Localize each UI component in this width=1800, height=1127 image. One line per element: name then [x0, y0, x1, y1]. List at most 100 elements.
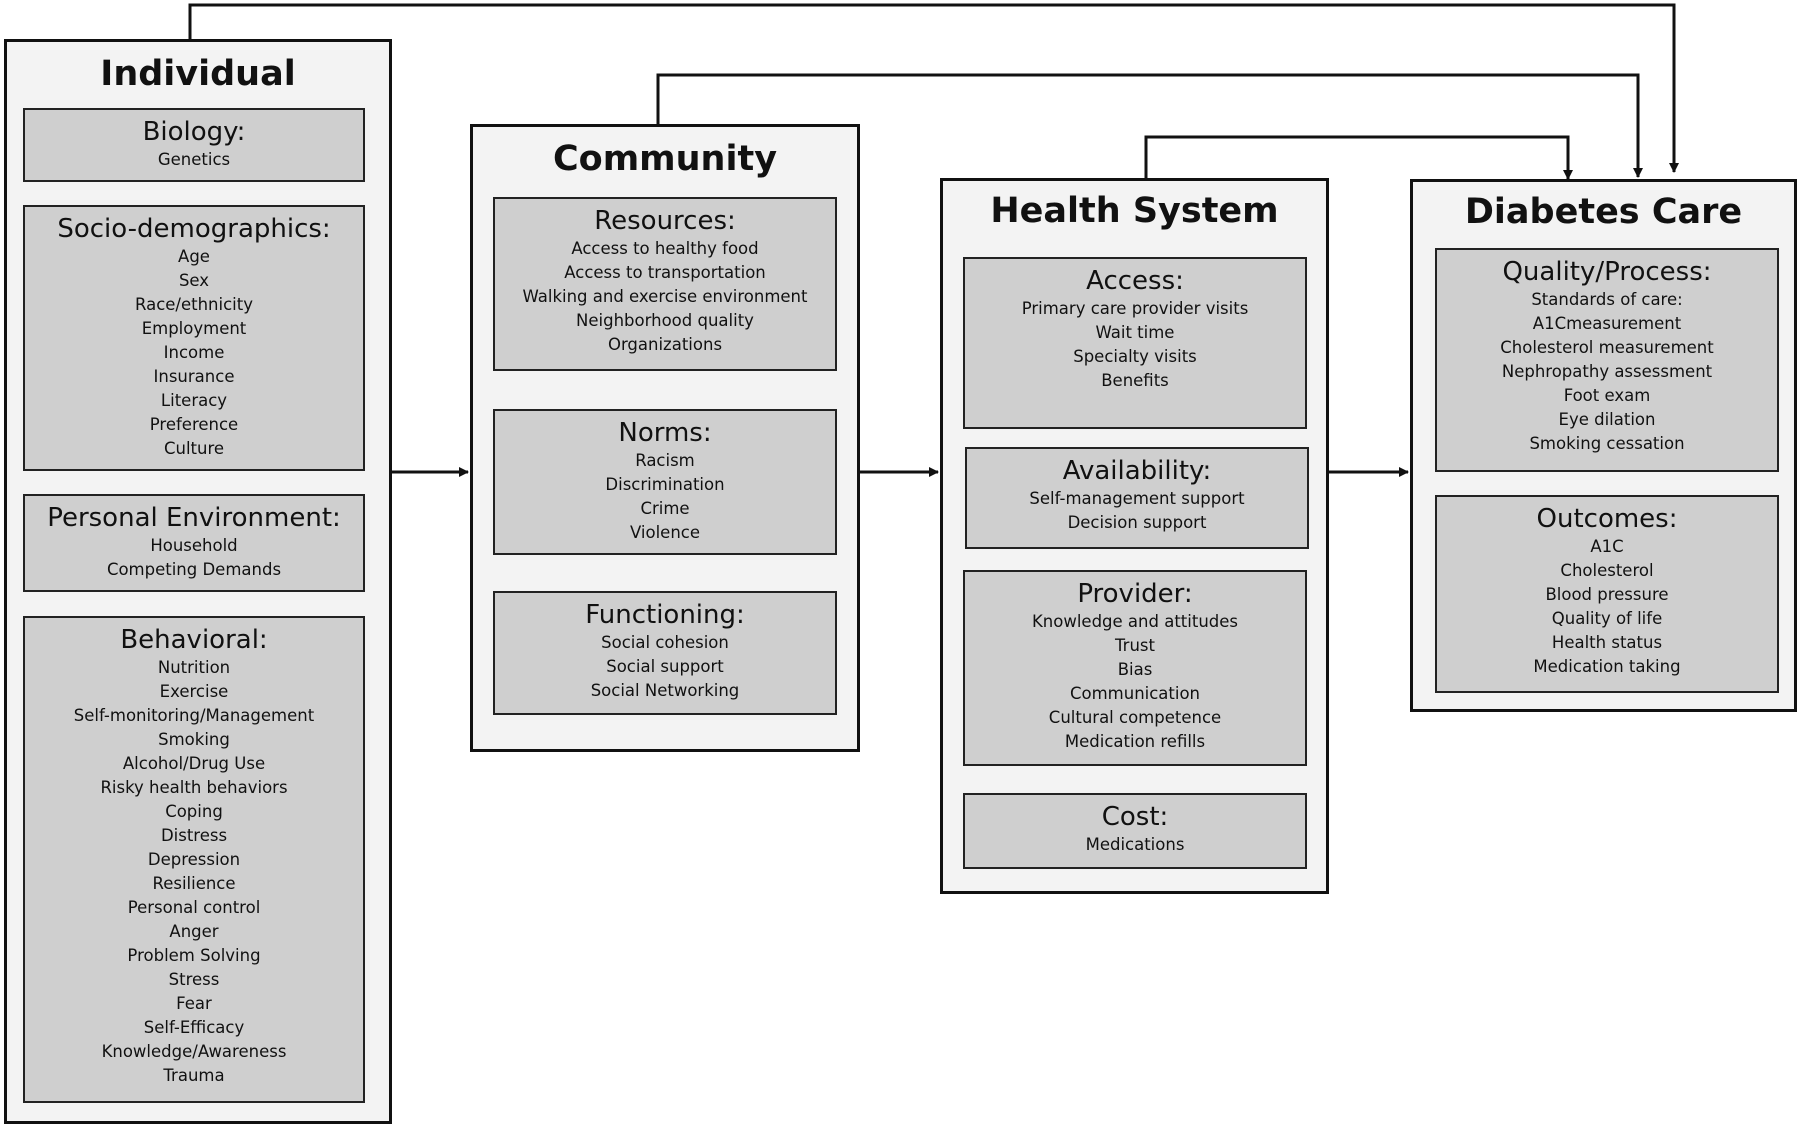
list-item: Resilience: [152, 874, 236, 893]
community-panel: Community Resources: Access to healthy f…: [470, 124, 860, 752]
resources-box: Resources: Access to healthy food Access…: [493, 197, 837, 371]
list-item: Social Networking: [590, 681, 740, 700]
list-item: Communication: [1069, 684, 1201, 703]
list-item: Access to healthy food: [571, 239, 759, 258]
list-item: Exercise: [159, 682, 229, 701]
list-item: Cholesterol measurement: [1500, 338, 1714, 357]
quality-process-title: Quality/Process:: [1502, 257, 1712, 287]
list-item: Culture: [163, 439, 225, 458]
list-item: A1C: [1590, 537, 1624, 556]
health-system-title: Health System: [990, 191, 1279, 231]
list-item: Benefits: [1101, 371, 1169, 390]
list-item: Trauma: [163, 1066, 225, 1085]
list-item: Household: [150, 536, 238, 555]
list-item: Smoking: [158, 730, 230, 749]
list-item: Cultural competence: [1048, 708, 1222, 727]
list-item: Quality of life: [1551, 609, 1663, 628]
individual-title: Individual: [100, 54, 296, 94]
list-item: Employment: [141, 319, 247, 338]
access-title: Access:: [1086, 266, 1184, 296]
list-item: Knowledge/Awareness: [101, 1042, 287, 1061]
list-item: Smoking cessation: [1529, 434, 1685, 453]
provider-title: Provider:: [1077, 579, 1193, 609]
access-box: Access: Primary care provider visits Wai…: [963, 257, 1307, 429]
list-item: Decision support: [1067, 513, 1207, 532]
health-system-panel: Health System Access: Primary care provi…: [940, 178, 1329, 894]
list-item: Racism: [635, 451, 695, 470]
list-item: Problem Solving: [127, 946, 261, 965]
provider-box: Provider: Knowledge and attitudes Trust …: [963, 570, 1307, 766]
list-item: Health status: [1551, 633, 1663, 652]
list-item: Organizations: [607, 335, 723, 354]
list-item: Coping: [165, 802, 223, 821]
list-item: Distress: [160, 826, 228, 845]
list-item: Personal control: [127, 898, 261, 917]
list-item: Social cohesion: [601, 633, 729, 652]
availability-box: Availability: Self-management support De…: [965, 447, 1309, 549]
list-item: Bias: [1117, 660, 1153, 679]
list-item: Medication refills: [1064, 732, 1206, 751]
list-item: Self-monitoring/Management: [73, 706, 315, 725]
quality-process-box: Quality/Process: Standards of care: A1Cm…: [1435, 248, 1779, 472]
behavioral-box: Behavioral: Nutrition Exercise Self-moni…: [23, 616, 365, 1103]
cost-box: Cost: Medications: [963, 793, 1307, 869]
list-item: Age: [178, 247, 210, 266]
list-item: Neighborhood quality: [576, 311, 754, 330]
list-item: Self-management support: [1029, 489, 1245, 508]
list-item: Literacy: [160, 391, 228, 410]
list-item: Self-Efficacy: [143, 1018, 245, 1037]
list-item: Cholesterol: [1560, 561, 1654, 580]
availability-title: Availability:: [1062, 456, 1212, 486]
personal-environment-box: Personal Environment: Household Competin…: [23, 494, 365, 592]
personal-environment-title: Personal Environment:: [47, 503, 341, 533]
list-item: Income: [163, 343, 225, 362]
list-item: Genetics: [157, 150, 231, 169]
norms-title: Norms:: [618, 418, 712, 448]
list-item: Primary care provider visits: [1021, 299, 1249, 318]
list-item: Social support: [606, 657, 724, 676]
list-item: Standards of care:: [1531, 290, 1683, 309]
community-title: Community: [552, 139, 778, 179]
outcomes-box: Outcomes: A1C Cholesterol Blood pressure…: [1435, 495, 1779, 693]
functioning-title: Functioning:: [585, 600, 745, 630]
list-item: Stress: [168, 970, 220, 989]
individual-panel: Individual Biology: Genetics Socio-demog…: [4, 39, 392, 1124]
diabetes-care-panel: Diabetes Care Quality/Process: Standards…: [1410, 179, 1797, 712]
list-item: Trust: [1115, 636, 1155, 655]
diabetes-care-title: Diabetes Care: [1464, 192, 1743, 232]
list-item: Race/ethnicity: [134, 295, 253, 314]
list-item: Wait time: [1095, 323, 1175, 342]
list-item: Specialty visits: [1073, 347, 1197, 366]
list-item: Access to transportation: [564, 263, 766, 282]
list-item: Foot exam: [1563, 386, 1651, 405]
list-item: Knowledge and attitudes: [1031, 612, 1239, 631]
list-item: Medication taking: [1533, 657, 1681, 676]
list-item: Alcohol/Drug Use: [122, 754, 266, 773]
list-item: Depression: [147, 850, 241, 869]
list-item: Sex: [178, 271, 210, 290]
list-item: Insurance: [153, 367, 235, 386]
socio-demographics-title: Socio-demographics:: [57, 214, 331, 244]
list-item: Risky health behaviors: [100, 778, 288, 797]
list-item: Blood pressure: [1545, 585, 1669, 604]
arrow-health-system-to-diabetes-care-top: [1144, 135, 1573, 180]
list-item: Competing Demands: [106, 560, 282, 579]
socio-demographics-box: Socio-demographics: Age Sex Race/ethnici…: [23, 205, 365, 471]
list-item: Medications: [1085, 835, 1185, 854]
list-item: A1Cmeasurement: [1532, 314, 1682, 333]
behavioral-title: Behavioral:: [120, 625, 268, 655]
outcomes-title: Outcomes:: [1536, 504, 1678, 534]
cost-title: Cost:: [1101, 802, 1169, 832]
list-item: Walking and exercise environment: [522, 287, 808, 306]
list-item: Violence: [629, 523, 701, 542]
list-item: Anger: [169, 922, 219, 941]
list-item: Nutrition: [157, 658, 231, 677]
list-item: Preference: [149, 415, 239, 434]
resources-title: Resources:: [594, 206, 736, 236]
functioning-box: Functioning: Social cohesion Social supp…: [493, 591, 837, 715]
biology-box: Biology: Genetics: [23, 108, 365, 182]
list-item: Fear: [176, 994, 212, 1013]
biology-title: Biology:: [142, 117, 246, 147]
list-item: Discrimination: [605, 475, 725, 494]
list-item: Crime: [640, 499, 690, 518]
